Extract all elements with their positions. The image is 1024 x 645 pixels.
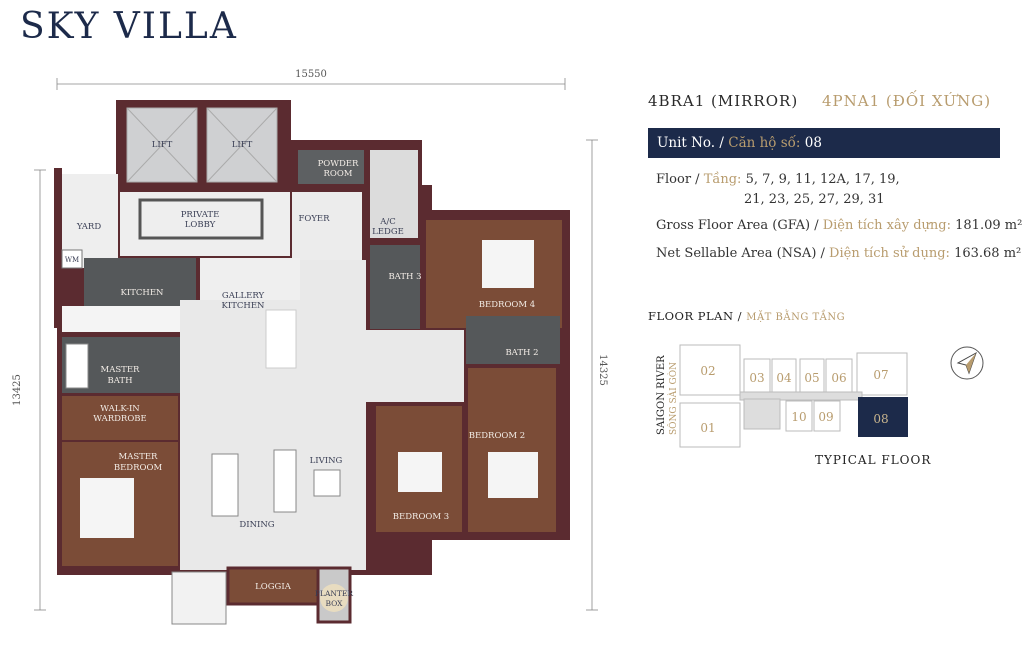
floor-list-2: 21, 23, 25, 27, 29, 31 (744, 192, 885, 207)
unit-04-label: 04 (776, 371, 792, 385)
ac-ledge-label: A/C (379, 217, 396, 227)
right-height-dimension: 14325 (597, 354, 608, 386)
floor-plan-title-vn: MẶT BẰNG TẦNG (746, 312, 846, 323)
left-height-dimension: 13425 (12, 374, 23, 406)
unit-10-label: 10 (791, 410, 806, 424)
floor-plan-title-en: FLOOR PLAN / (648, 309, 743, 323)
lift-1-label: LIFT (152, 140, 173, 150)
unit-label-vn: Căn hộ số: (728, 135, 801, 151)
page-title: SKY VILLA (20, 6, 238, 47)
floor-label-en: Floor / (656, 172, 700, 187)
nsa-info: Net Sellable Area (NSA) / Diện tích sử d… (656, 246, 1021, 261)
yard-label: YARD (76, 222, 101, 232)
master-bath-label: MASTER (101, 365, 141, 375)
ac-ledge-label-2: LEDGE (372, 227, 404, 237)
unit-07-label: 07 (873, 368, 888, 382)
nsa-label-en: Net Sellable Area (NSA) / (656, 246, 825, 261)
rooms (61, 107, 562, 625)
bedroom-2-label: BEDROOM 2 (469, 431, 525, 441)
bedroom-3-label: BEDROOM 3 (393, 512, 449, 522)
master-bedroom-label-2: BEDROOM (114, 463, 163, 473)
gallery-kitchen-label-2: KITCHEN (222, 301, 265, 311)
foyer-label: FOYER (298, 214, 330, 224)
powder-room-label: POWDER (318, 159, 359, 169)
floor-info: Floor / Tầng: 5, 7, 9, 11, 12A, 17, 19, … (656, 170, 900, 210)
planter-box-label: PLANTER (315, 589, 353, 598)
floor-list-1: 5, 7, 9, 11, 12A, 17, 19, (745, 172, 900, 187)
river-label-vn: SÔNG SÀI GÒN (667, 362, 679, 435)
north-arrow-icon (950, 346, 984, 380)
powder-room-label-2: ROOM (323, 169, 352, 179)
unit-type-vn: 4PNA1 (ĐỐI XỨNG) (822, 92, 992, 110)
lift-2-label: LIFT (232, 140, 253, 150)
loggia-label: LOGGIA (255, 582, 292, 592)
unit-01-label: 01 (700, 421, 715, 435)
floor-plan-title: FLOOR PLAN / MẶT BẰNG TẦNG (648, 309, 845, 323)
wm-label: WM (65, 256, 79, 264)
bath-3-label: BATH 3 (388, 272, 421, 282)
key-plan-units (679, 344, 908, 448)
unit-number-bar: Unit No. / Căn hộ số: 08 (648, 128, 1000, 158)
gfa-value: 181.09 m² (955, 218, 1023, 233)
unit-08-label: 08 (873, 412, 888, 426)
unit-08-highlight (858, 397, 908, 437)
unit-05-label: 05 (804, 371, 819, 385)
planter-box-label-2: BOX (325, 599, 343, 608)
bedroom-4-label: BEDROOM 4 (479, 300, 535, 310)
room-labels: LIFT LIFT POWDER ROOM A/C LEDGE YARD WM … (65, 140, 539, 608)
private-lobby-label: PRIVATE (181, 210, 220, 220)
gfa-info: Gross Floor Area (GFA) / Diện tích xây d… (656, 218, 1022, 233)
dimension-lines (34, 78, 598, 611)
gallery-kitchen-label: GALLERY (222, 291, 265, 301)
unit-type-en: 4BRA1 (MIRROR) (648, 92, 799, 110)
floor-plan: 15550 13425 14325 (12, 69, 608, 625)
width-dimension: 15550 (295, 69, 327, 80)
gfa-label-vn: Diện tích xây dựng: (822, 218, 951, 233)
master-bedroom-label: MASTER (119, 452, 159, 462)
wardrobe-label: WALK-IN (100, 404, 140, 414)
floor-label-vn: Tầng: (703, 172, 742, 187)
private-lobby-label-2: LOBBY (185, 220, 216, 230)
kitchen-label: KITCHEN (121, 288, 164, 298)
living-label: LIVING (310, 456, 343, 466)
dining-label: DINING (239, 520, 274, 530)
unit-06-label: 06 (831, 371, 846, 385)
unit-number: 08 (804, 135, 822, 151)
bath-2-label: BATH 2 (505, 348, 538, 358)
wardrobe-label-2: WARDROBE (93, 414, 147, 424)
gfa-label-en: Gross Floor Area (GFA) / (656, 218, 819, 233)
unit-03-label: 03 (749, 371, 764, 385)
key-plan: SAIGON RIVER SÔNG SÀI GÒN 01 02 03 04 05… (656, 344, 984, 448)
unit-09-label: 09 (818, 410, 833, 424)
unit-02-label: 02 (700, 364, 715, 378)
nsa-value: 163.68 m² (954, 246, 1022, 261)
master-bath-label-2: BATH (107, 376, 132, 386)
nsa-label-vn: Diện tích sử dụng: (829, 246, 950, 261)
unit-label-en: Unit No. / (657, 135, 724, 151)
key-plan-labels: 01 02 03 04 05 06 07 08 09 10 (700, 364, 888, 435)
river-label-en: SAIGON RIVER (656, 355, 667, 435)
typical-floor-caption: TYPICAL FLOOR (815, 453, 932, 467)
